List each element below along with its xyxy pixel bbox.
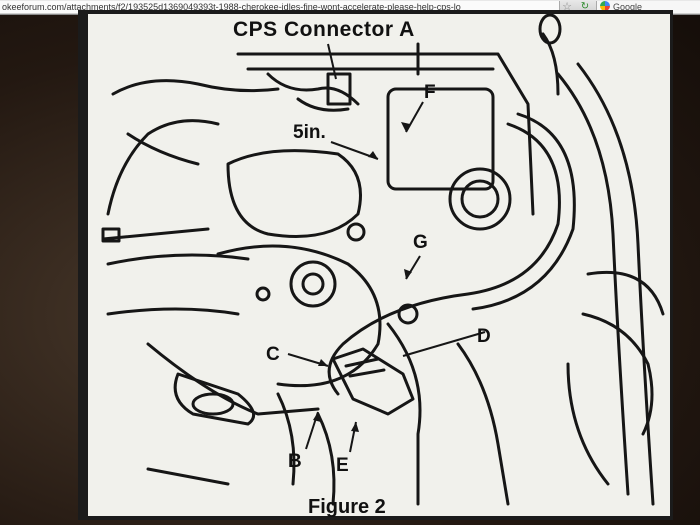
bookmark-star-icon[interactable]: ☆	[562, 1, 572, 13]
callout-5in-label: 5in.	[293, 122, 326, 143]
google-logo-icon	[600, 1, 610, 11]
figure-title: CPS Connector A	[233, 18, 415, 41]
callout-e-label: E	[336, 455, 349, 476]
engine-line-drawing	[101, 14, 665, 506]
callout-c-label: C	[266, 344, 280, 365]
callout-f-label: F	[424, 82, 436, 103]
reload-icon[interactable]: ↻	[580, 1, 590, 12]
callout-d-label: D	[477, 326, 491, 347]
callout-g-label: G	[413, 232, 428, 253]
callout-b-label: B	[288, 451, 302, 472]
figure-caption: Figure 2	[308, 496, 386, 518]
engine-diagram: CPS Connector A F 5in. G D C B E Figure …	[88, 14, 670, 518]
